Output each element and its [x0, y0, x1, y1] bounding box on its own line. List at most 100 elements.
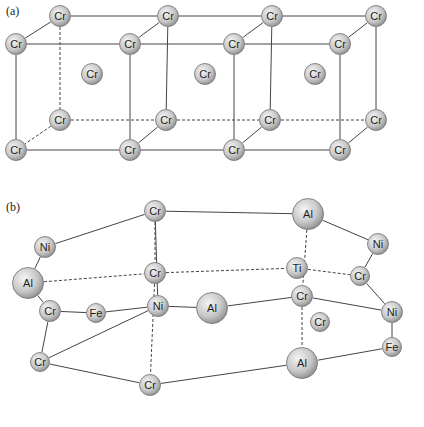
- element-symbol: Cr: [261, 5, 283, 27]
- element-symbol: Ti: [286, 257, 308, 279]
- bond-line: [42, 322, 48, 352]
- atom-ball: Cr: [5, 139, 27, 161]
- atom-ball: Ti: [286, 257, 308, 279]
- bond-line: [60, 27, 61, 109]
- bond-line: [139, 23, 159, 38]
- atom-ball: Cr: [261, 5, 283, 27]
- element-symbol: Cr: [304, 63, 326, 85]
- atom-ball: Cr: [30, 352, 50, 372]
- bond-line: [27, 44, 119, 45]
- atom-ball: Cr: [310, 312, 330, 332]
- element-symbol: Cr: [259, 109, 281, 131]
- element-symbol: Cr: [291, 285, 313, 307]
- element-symbol: Cr: [365, 109, 387, 131]
- bond-line: [245, 150, 329, 151]
- atom-ball: Cr: [223, 33, 245, 55]
- atom-ball: Cr: [5, 33, 27, 55]
- bond-line: [138, 127, 157, 143]
- bond-line: [61, 311, 86, 312]
- element-symbol: Al: [196, 292, 228, 324]
- bond-line: [44, 274, 144, 282]
- element-symbol: Cr: [5, 33, 27, 55]
- element-symbol: Ni: [367, 233, 389, 255]
- element-symbol: Cr: [49, 109, 71, 131]
- bond-line: [50, 364, 139, 383]
- element-symbol: Al: [286, 347, 318, 379]
- element-symbol: Cr: [157, 5, 179, 27]
- element-symbol: Cr: [119, 139, 141, 161]
- bond-line: [25, 126, 51, 144]
- bond-line: [106, 307, 147, 312]
- element-symbol: Fe: [86, 303, 106, 323]
- atom-ball: Cr: [350, 266, 370, 286]
- element-symbol: Cr: [39, 300, 61, 322]
- element-symbol: Cr: [139, 374, 161, 396]
- atom-ball: Cr: [144, 262, 166, 284]
- element-symbol: Cr: [155, 109, 177, 131]
- bond-line: [25, 22, 50, 38]
- element-symbol: Cr: [5, 139, 27, 161]
- bond-line: [234, 55, 235, 139]
- bond-line: [71, 120, 155, 121]
- element-symbol: Cr: [144, 200, 166, 222]
- atom-ball: Ni: [34, 236, 56, 258]
- element-symbol: Ni: [381, 301, 403, 323]
- bond-line: [130, 55, 131, 139]
- bond-line: [166, 27, 168, 109]
- bond-line: [141, 44, 223, 45]
- atom-ball: Cr: [139, 374, 161, 396]
- bond-line: [318, 349, 382, 360]
- element-symbol: Cr: [223, 139, 245, 161]
- atom-ball: Cr: [81, 63, 103, 85]
- element-symbol: Cr: [81, 63, 103, 85]
- atom-ball: Cr: [39, 300, 61, 322]
- element-symbol: Cr: [329, 139, 351, 161]
- element-symbol: Fe: [382, 337, 402, 357]
- atom-ball: Cr: [119, 139, 141, 161]
- bond-line: [281, 120, 365, 121]
- panel-label: (a): [6, 4, 19, 19]
- atom-ball: Fe: [382, 337, 402, 357]
- bond-line: [313, 298, 381, 310]
- bond-line: [242, 127, 261, 143]
- element-symbol: Cr: [49, 5, 71, 27]
- element-symbol: Ni: [147, 295, 169, 317]
- atom-ball: Cr: [304, 63, 326, 85]
- atom-ball: Ni: [381, 301, 403, 323]
- bond-line: [365, 254, 373, 268]
- bond-line: [376, 27, 377, 109]
- atom-ball: Cr: [49, 109, 71, 131]
- bond-line: [16, 55, 17, 139]
- element-symbol: Cr: [223, 33, 245, 55]
- atom-ball: Ni: [147, 295, 169, 317]
- atom-ball: Cr: [49, 5, 71, 27]
- panel-label: (b): [6, 200, 20, 215]
- bond-line: [245, 44, 329, 45]
- bond-line: [169, 306, 196, 307]
- bond-line: [141, 150, 223, 151]
- atom-ball: Cr: [329, 139, 351, 161]
- bond-line: [35, 257, 40, 269]
- element-symbol: Cr: [30, 352, 50, 372]
- bond-line: [55, 214, 144, 243]
- element-symbol: Ni: [34, 236, 56, 258]
- bond-line: [270, 27, 272, 109]
- element-symbol: Cr: [194, 63, 216, 85]
- bond-line: [228, 297, 291, 305]
- bond-line: [166, 268, 286, 272]
- bond-line: [323, 220, 368, 239]
- bond-line: [27, 150, 119, 151]
- atom-ball: Al: [196, 292, 228, 324]
- bond-line: [349, 23, 368, 37]
- bond-line: [283, 16, 365, 17]
- atom-ball: Cr: [259, 109, 281, 131]
- atom-ball: Fe: [86, 303, 106, 323]
- element-symbol: Al: [292, 198, 324, 230]
- bond-line: [38, 296, 43, 303]
- bond-line: [71, 16, 157, 17]
- atom-ball: Al: [286, 347, 318, 379]
- bond-line: [348, 127, 367, 143]
- element-symbol: Cr: [350, 266, 370, 286]
- atom-ball: Cr: [329, 33, 351, 55]
